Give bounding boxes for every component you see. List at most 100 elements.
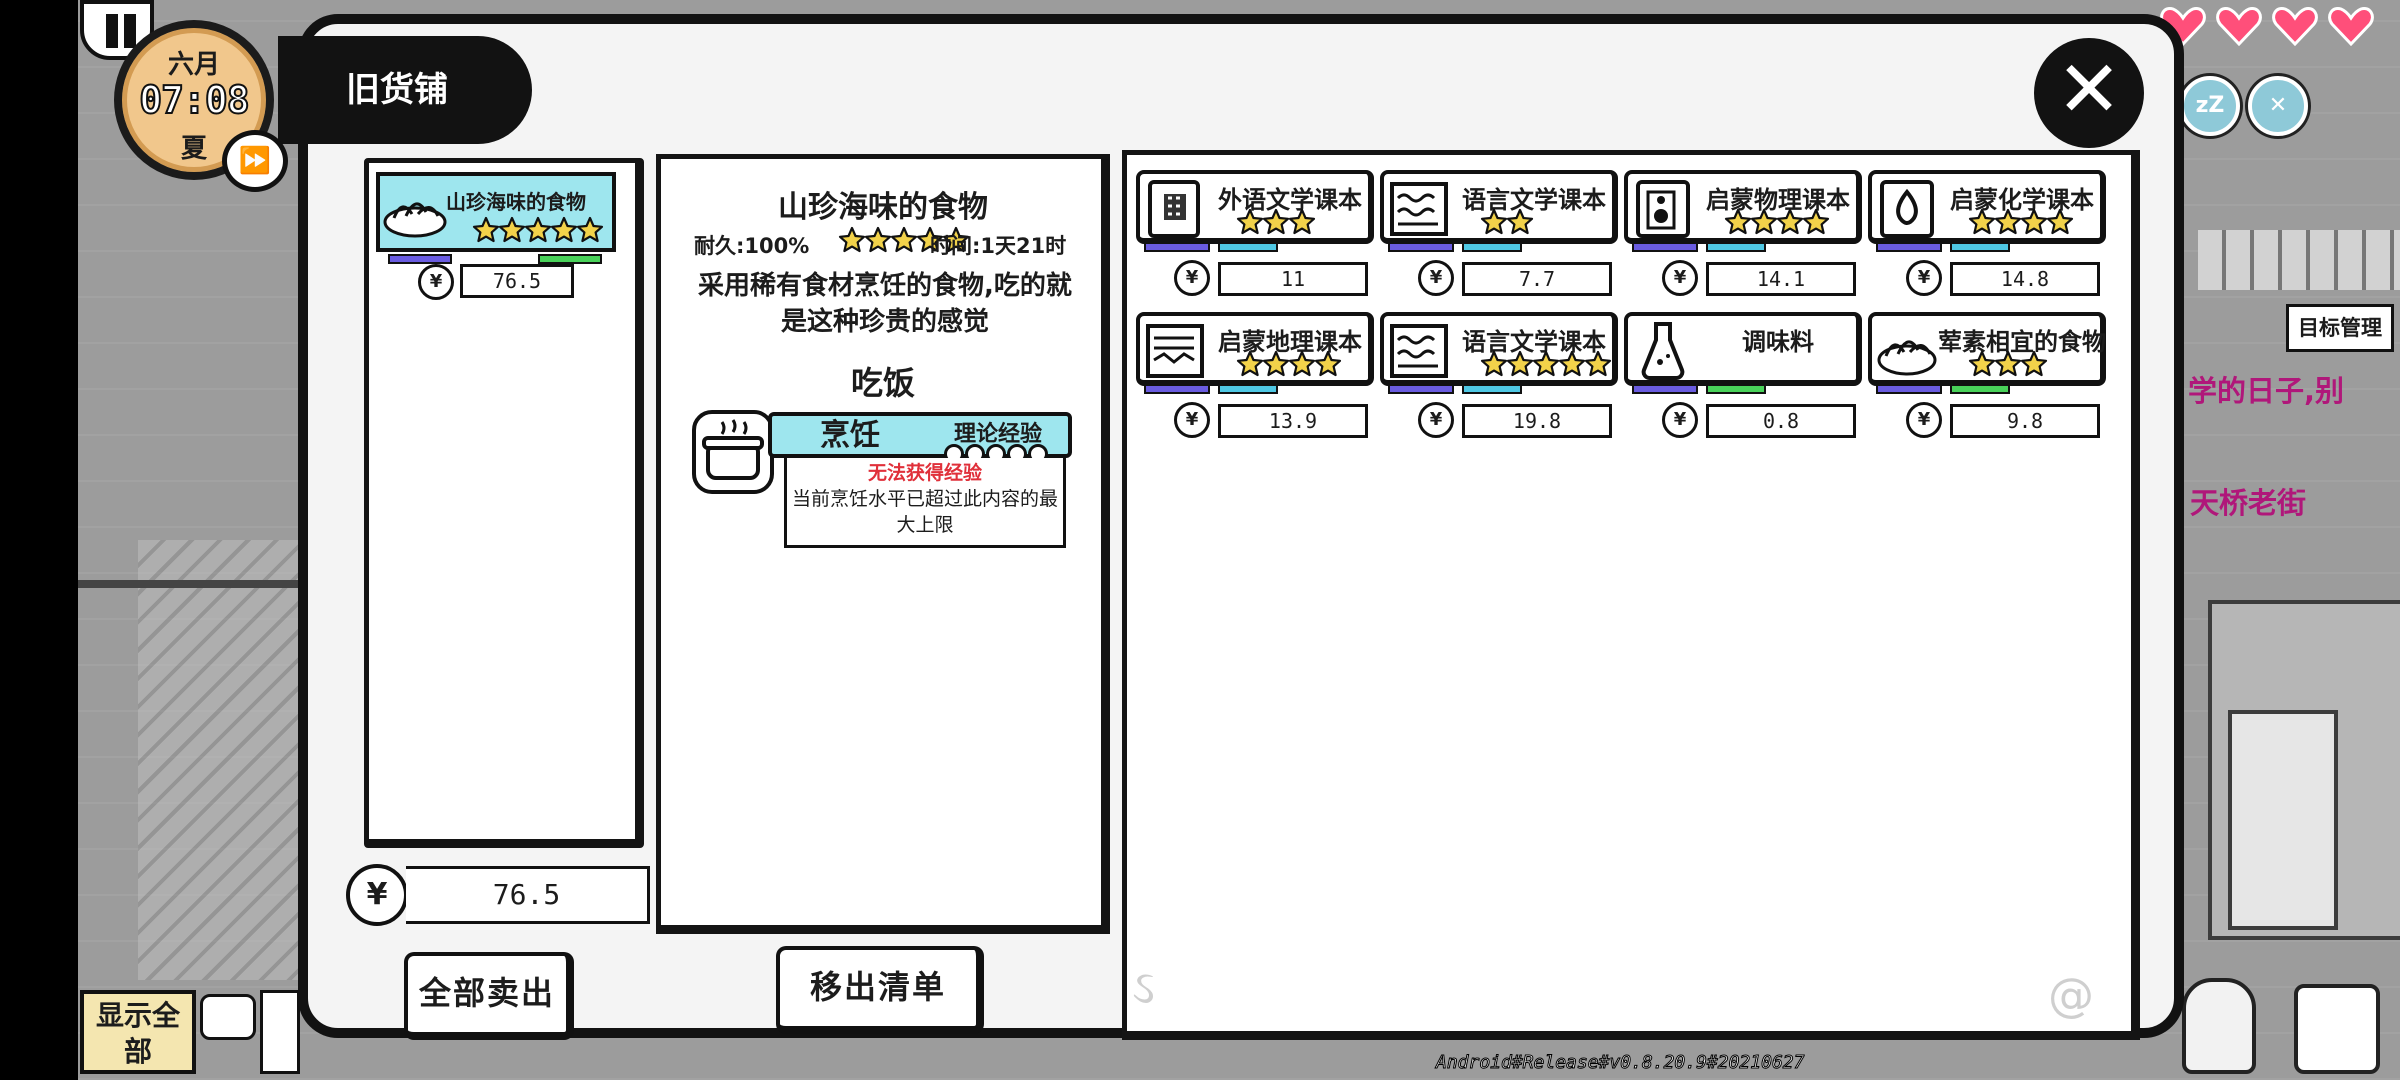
version-label: Android#Release#v0.8.20.9#20210627 — [1435, 1052, 1805, 1074]
inventory-item[interactable]: 启蒙地理课本 ¥13.9 — [1136, 312, 1374, 438]
coin-icon: ¥ — [1174, 402, 1210, 438]
skill-warning: 无法获得经验 — [867, 462, 982, 484]
coin-icon: ¥ — [346, 864, 408, 926]
star-icon — [1480, 208, 1508, 236]
inventory-item[interactable]: 调味料¥0.8 — [1624, 312, 1862, 438]
notebook-icon[interactable] — [2294, 984, 2380, 1074]
star-icon — [2046, 208, 2074, 236]
close-button[interactable]: ✕ — [2034, 38, 2144, 148]
progress-bar — [1218, 242, 1278, 252]
progress-bar — [1950, 242, 2010, 252]
inventory-item-name: 语言文学课本 — [1462, 186, 1606, 214]
inventory-item[interactable]: 启蒙化学课本¥14.8 — [1868, 170, 2106, 296]
inventory-item-card: 启蒙物理课本 — [1624, 170, 1862, 244]
inventory-item-card: 语言文学课本 — [1380, 312, 1618, 386]
clock-season: 夏 — [180, 134, 207, 164]
inventory-item-stars — [1480, 208, 1534, 236]
inventory-item[interactable]: 语言文学课本¥19.8 — [1380, 312, 1618, 438]
detail-time: 时间:1天21时 — [930, 234, 1067, 258]
inventory-item-price: 19.8 — [1462, 404, 1612, 438]
sell-item-bars — [388, 254, 608, 266]
fast-forward-button[interactable]: ⏩ — [222, 130, 288, 192]
cooking-pot-icon — [692, 410, 774, 494]
durability-bar — [1876, 384, 1942, 394]
heart-icon — [2272, 6, 2318, 47]
sleep-icon[interactable]: zZ — [2180, 76, 2240, 136]
inventory-item-card: 启蒙化学课本 — [1868, 170, 2106, 244]
heart-icon — [2216, 6, 2262, 47]
inventory-item[interactable]: 语言文学课本¥7.7 — [1380, 170, 1618, 296]
goal-management-button[interactable]: 目标管理 — [2286, 304, 2394, 352]
star-icon — [1994, 208, 2022, 236]
inventory-item-bars — [1632, 384, 1854, 396]
durability-bar — [388, 254, 452, 264]
tools-icon[interactable]: ✕ — [2248, 76, 2308, 136]
durability-bar — [1632, 384, 1698, 394]
inventory-item-bars — [1388, 242, 1610, 254]
inventory-item-name: 启蒙化学课本 — [1950, 186, 2094, 214]
detail-meta: 耐久:100% 时间:1天21时 — [694, 226, 1094, 262]
inventory-item-bars — [1876, 242, 2098, 254]
star-icon — [2020, 208, 2048, 236]
decorative-swirl: @ — [2048, 968, 2094, 1022]
sell-list-item[interactable]: 山珍海味的食物 — [376, 172, 616, 264]
skill-type: 理论经验 — [954, 422, 1043, 447]
star-icon — [1480, 350, 1508, 378]
star-icon — [576, 216, 604, 244]
book-speaker-icon — [1632, 178, 1694, 240]
inventory-item-price: 13.9 — [1218, 404, 1368, 438]
sell-item-stars — [472, 216, 604, 244]
inventory-item-bars — [1388, 384, 1610, 396]
inventory-item-card: 外语文学课本 — [1136, 170, 1374, 244]
coin-icon: ¥ — [1906, 402, 1942, 438]
inventory-item-card: 调味料 — [1624, 312, 1862, 386]
fast-forward-icon: ⏩ — [238, 146, 272, 176]
star-icon — [1558, 350, 1586, 378]
food-plate-icon[interactable] — [200, 994, 256, 1040]
inventory-item-price: 7.7 — [1462, 262, 1612, 296]
inventory-item-card: 启蒙地理课本 — [1136, 312, 1374, 386]
seasoning-bottle-icon — [1632, 320, 1694, 382]
decorative-swirl: ઽ — [1132, 960, 1155, 1014]
clock-month: 六月 — [167, 50, 220, 80]
durability-bar — [1144, 242, 1210, 252]
progress-bar — [1462, 384, 1522, 394]
star-icon — [2020, 350, 2048, 378]
coin-icon: ¥ — [1906, 260, 1942, 296]
skill-name: 烹饪 — [820, 418, 880, 453]
sell-all-button[interactable]: 全部卖出 — [404, 952, 574, 1040]
star-icon — [550, 216, 578, 244]
inventory-item-price: 9.8 — [1950, 404, 2100, 438]
coin-icon: ¥ — [1662, 260, 1698, 296]
partial-item-card[interactable] — [260, 990, 300, 1074]
star-icon — [1802, 208, 1830, 236]
background-roof — [2198, 230, 2400, 290]
detail-use-label: 吃饭 — [850, 364, 915, 402]
remove-from-list-button[interactable]: 移出清单 — [776, 946, 984, 1034]
star-icon — [838, 226, 866, 254]
inventory-item[interactable]: 荤素相宜的食物¥9.8 — [1868, 312, 2106, 438]
show-all-button[interactable]: 显示全部 — [80, 990, 196, 1074]
inventory-item[interactable]: 外语文学课本¥11 — [1136, 170, 1374, 296]
backpack-icon[interactable] — [2182, 978, 2256, 1074]
food-plate-icon — [382, 184, 448, 240]
background-door — [2228, 710, 2338, 930]
star-icon — [1314, 350, 1342, 378]
star-icon — [472, 216, 500, 244]
detail-title: 山珍海味的食物 — [778, 190, 988, 225]
total-price: 76.5 — [406, 866, 650, 924]
book-map-icon — [1144, 320, 1206, 382]
star-icon — [890, 226, 918, 254]
progress-bar — [1706, 384, 1766, 394]
inventory-item[interactable]: 启蒙物理课本 ¥14.1 — [1624, 170, 1862, 296]
clock-time: 07:08 — [138, 77, 250, 123]
inventory-panel — [1122, 150, 2140, 1040]
inventory-item-price: 14.1 — [1706, 262, 1856, 296]
total-price-row: ¥ 76.5 — [346, 862, 650, 928]
background-ledge — [78, 580, 378, 588]
inventory-item-stars — [1968, 208, 2074, 236]
star-icon — [1532, 350, 1560, 378]
detail-durability: 耐久:100% — [694, 234, 810, 258]
progress-bar — [1950, 384, 2010, 394]
star-icon — [942, 226, 970, 254]
